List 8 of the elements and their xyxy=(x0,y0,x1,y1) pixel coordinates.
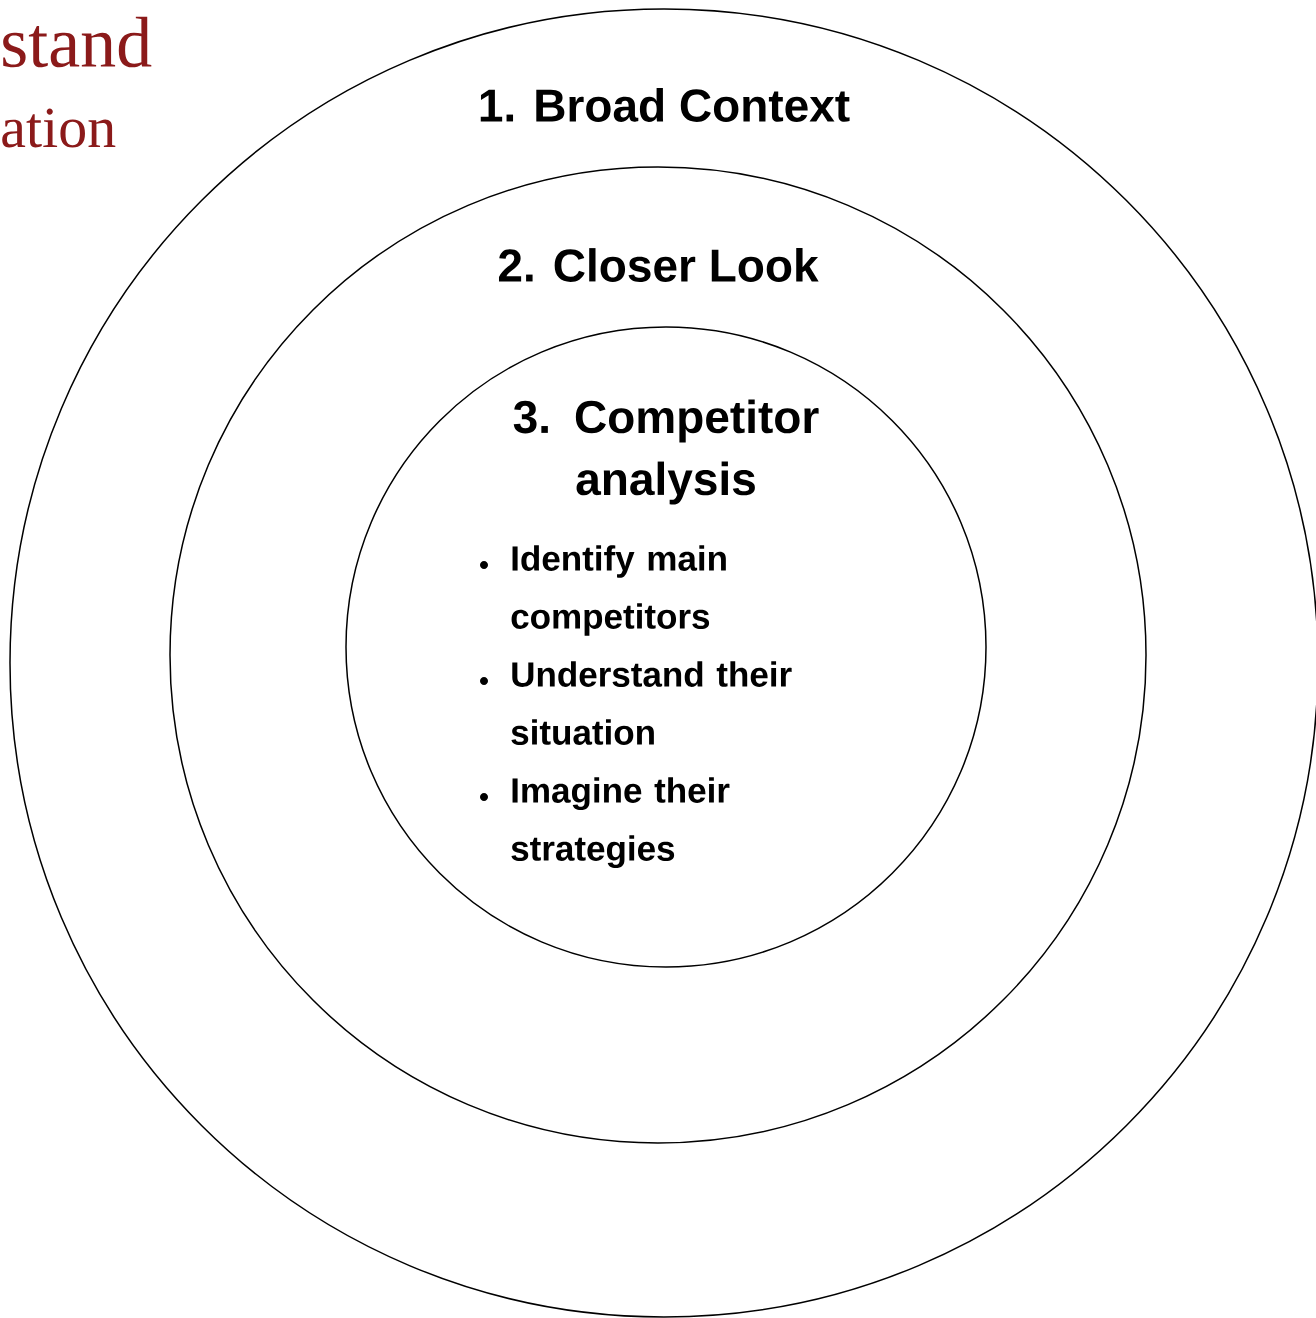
bullet-text: Understand their situation xyxy=(511,661,792,745)
circle-heading: 3. Competitor analysis xyxy=(513,399,819,505)
bullet-text: Identify main competitors xyxy=(511,545,726,636)
ring-heading: 1. Broad Context xyxy=(480,88,850,122)
ring-heading: 2. Closer Look xyxy=(499,248,819,282)
bullet-text: Imagine their strategies xyxy=(511,777,730,868)
heading-text: stand xyxy=(3,16,152,68)
heading-text: ation xyxy=(2,108,116,148)
